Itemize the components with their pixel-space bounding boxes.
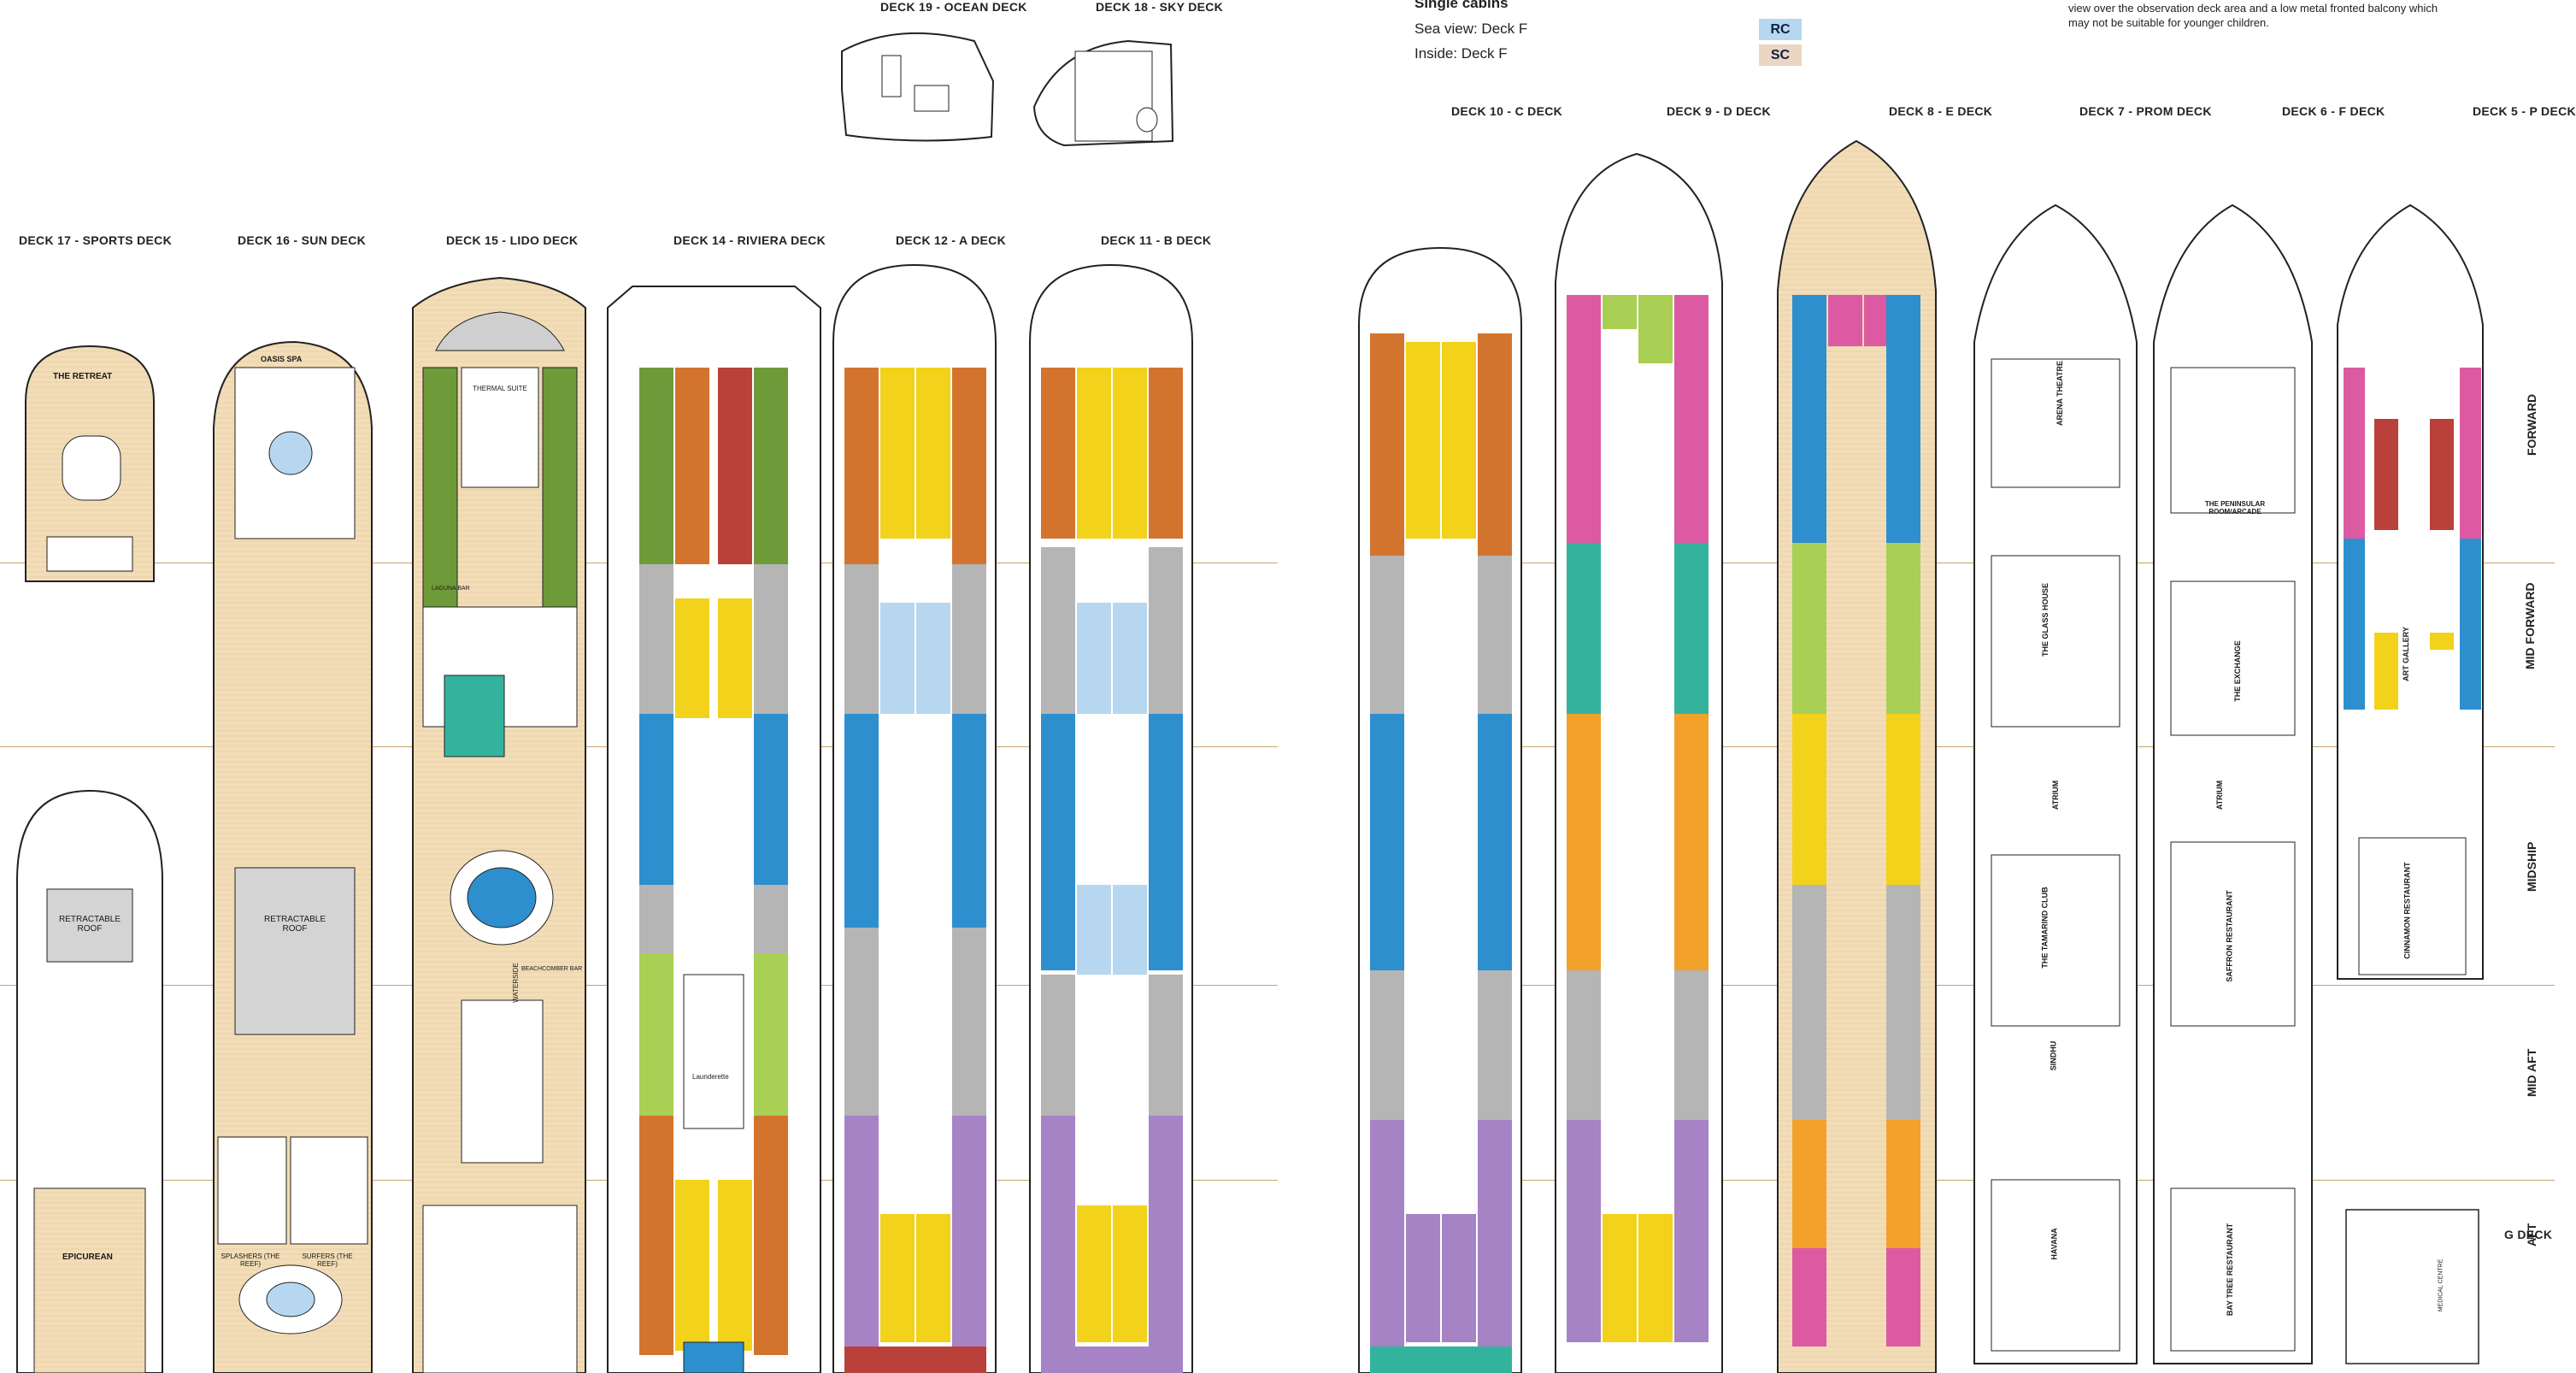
venue-oasis-spa: OASIS SPA [261, 355, 303, 363]
venue-sindhu: SINDHU [2049, 1040, 2058, 1071]
deck-5-plan [2337, 203, 2484, 980]
deck-15-plan [412, 276, 586, 1373]
venue-arena-theatre-7: ARENA THEATRE [2056, 361, 2064, 426]
legend-inside: Inside: Deck F [1414, 45, 1508, 62]
note-line-2: may not be suitable for younger children… [2068, 16, 2269, 29]
deck-17-plan [16, 345, 163, 1373]
deck-title-11: DECK 11 - B DECK [1101, 233, 1212, 247]
venue-beachcomber-bar: BEACHCOMBER BAR [521, 966, 583, 972]
deck-g-plan [2345, 1209, 2479, 1364]
legend-chip-rc: RC [1759, 19, 1802, 40]
venue-thermal-suite: THERMAL SUITE [473, 385, 527, 392]
venue-retractable-roof-17: RETRACTABLE ROOF [58, 915, 121, 934]
venue-exchange: THE EXCHANGE [2232, 640, 2242, 702]
venue-splashers: SPLASHERS (THE REEF) [221, 1252, 280, 1268]
venue-launderette-14: Launderette [692, 1073, 729, 1081]
venue-waterside: WATERSIDE [511, 963, 520, 1003]
venue-retractable-roof-16: RETRACTABLE ROOF [263, 915, 326, 934]
deck-title-5: DECK 5 - P DECK [2473, 104, 2576, 118]
venue-laguna-bar: LAGUNA BAR [432, 586, 470, 592]
note-line-1: view over the observation deck area and … [2068, 2, 2438, 15]
legend-chip-sc: SC [1759, 44, 1802, 66]
deck-10-plan [1358, 246, 1522, 1373]
venue-atrium-7: ATRIUM [2051, 780, 2061, 810]
venue-surfers: SURFERS (THE REEF) [302, 1252, 353, 1268]
deck-title-8: DECK 8 - E DECK [1889, 104, 1993, 118]
deck-title-17: DECK 17 - SPORTS DECK [19, 233, 172, 247]
deck-title-6: DECK 6 - F DECK [2282, 104, 2385, 118]
venue-art-gallery: ART GALLERY [2401, 627, 2410, 681]
venue-saffron: SAFFRON RESTAURANT [2225, 890, 2234, 982]
deck-title-19: DECK 19 - OCEAN DECK [880, 0, 1027, 14]
venue-peninsular: THE PENINSULAR ROOM/ARCADE [2204, 500, 2266, 516]
venue-glass-house: THE GLASS HOUSE [2041, 582, 2050, 657]
venue-cinnamon: CINNAMON RESTAURANT [2403, 862, 2412, 959]
deck-8-plan [1777, 139, 1937, 1373]
venue-havana: HAVANA [2050, 1228, 2059, 1260]
deck-title-12: DECK 12 - A DECK [896, 233, 1007, 247]
venue-atrium-6: ATRIUM [2215, 780, 2225, 810]
deck-title-14: DECK 14 - RIVIERA DECK [673, 233, 826, 247]
venue-epicurean: EPICUREAN [62, 1252, 113, 1262]
deck-title-18: DECK 18 - SKY DECK [1096, 0, 1224, 14]
deck-title-9: DECK 9 - D DECK [1667, 104, 1771, 118]
venue-medical-centre: MEDICAL CENTRE [2438, 1258, 2444, 1312]
zone-divider-8 [1373, 1180, 2555, 1181]
deck-12-plan [832, 263, 997, 1373]
deck-title-15: DECK 15 - LIDO DECK [446, 233, 579, 247]
venue-the-retreat: THE RETREAT [53, 372, 113, 381]
deck-6-plan [2153, 203, 2313, 1364]
deck-18-plan [1032, 39, 1174, 147]
deck-14-plan [607, 286, 821, 1373]
zone-divider-7 [1373, 985, 2555, 986]
legend-sea-view: Sea view: Deck F [1414, 21, 1528, 37]
venue-tamarind-club: THE TAMARIND CLUB [2040, 887, 2050, 969]
deck-title-7: DECK 7 - PROM DECK [2079, 104, 2212, 118]
deck-title-10: DECK 10 - C DECK [1451, 104, 1563, 118]
deck-7-plan [1973, 203, 2138, 1364]
venue-bay-tree: BAY TREE RESTAURANT [2226, 1223, 2235, 1317]
legend-heading: Single cabins [1414, 0, 1509, 11]
zone-divider-6 [1373, 746, 2555, 747]
deck-19-plan [841, 32, 995, 142]
deck-16-plan [213, 340, 373, 1373]
deck-11-plan [1029, 263, 1193, 1373]
deck-title-g: G DECK [2504, 1228, 2553, 1241]
deck-title-16: DECK 16 - SUN DECK [238, 233, 367, 247]
deck-9-plan [1555, 152, 1723, 1373]
